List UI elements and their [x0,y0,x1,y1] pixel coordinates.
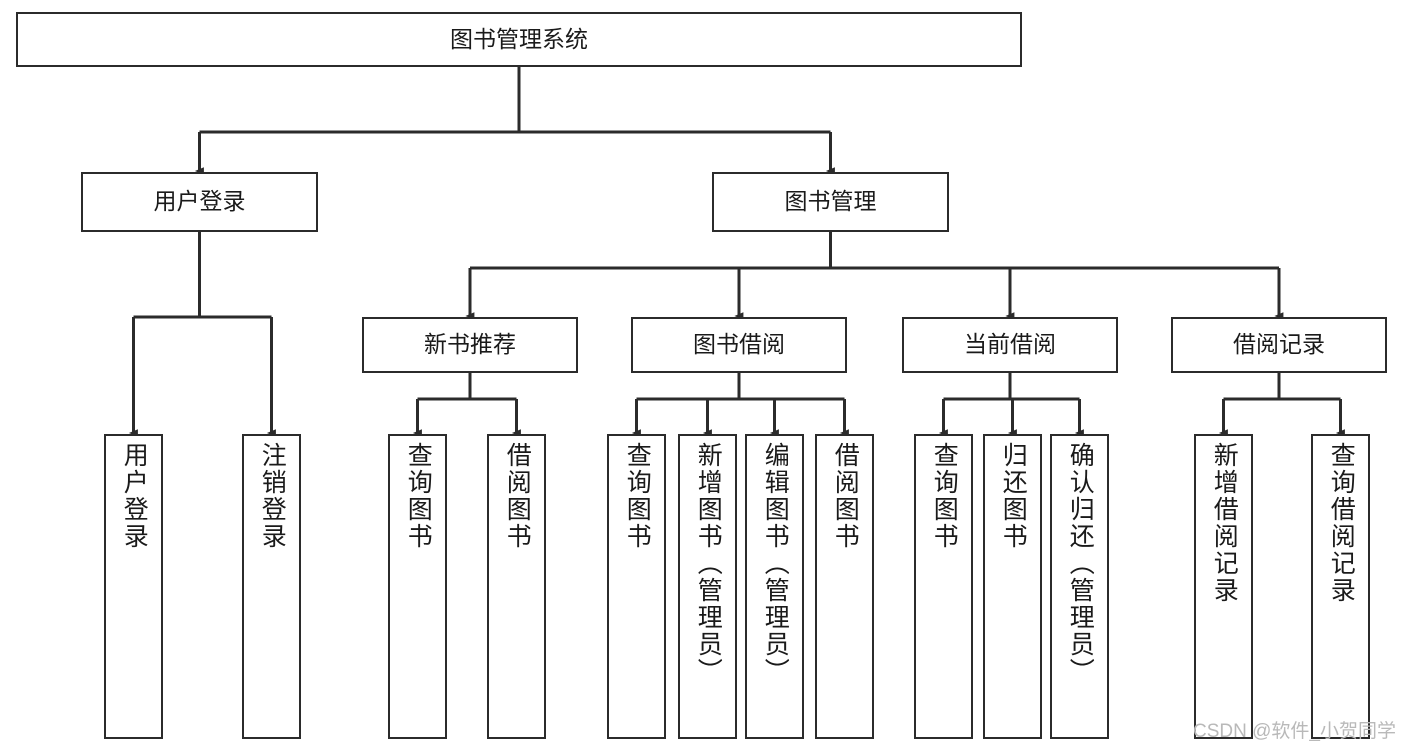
node-l3-4[interactable]: 借阅记录 [1171,317,1387,373]
node-label: 借阅图书 [831,442,860,550]
node-label: 新增借阅记录 [1210,442,1239,604]
node-label: 新书推荐 [424,331,516,358]
csdn-watermark: CSDN @软件_小贺同学 [1193,721,1396,742]
node-leaf-4[interactable]: 借阅图书 [487,434,546,739]
node-leaf-3[interactable]: 查询图书 [388,434,447,739]
node-leaf-7[interactable]: 编辑图书（管理员） [745,434,804,739]
node-leaf-9[interactable]: 查询图书 [914,434,973,739]
node-l3-2[interactable]: 图书借阅 [631,317,847,373]
node-label: 用户登录 [120,442,149,550]
node-leaf-13[interactable]: 查询借阅记录 [1311,434,1370,739]
node-label: 借阅图书 [503,442,532,550]
node-leaf-6[interactable]: 新增图书（管理员） [678,434,737,739]
node-leaf-1[interactable]: 用户登录 [104,434,163,739]
node-label: 注销登录 [258,442,287,550]
node-label: 查询借阅记录 [1327,442,1356,604]
node-label: 借阅记录 [1233,331,1325,358]
node-label: 图书管理系统 [450,25,588,52]
node-leaf-8[interactable]: 借阅图书 [815,434,874,739]
node-leaf-2[interactable]: 注销登录 [242,434,301,739]
node-l2-2[interactable]: 图书管理 [712,172,949,232]
node-l3-3[interactable]: 当前借阅 [902,317,1118,373]
node-label: 查询图书 [623,442,652,550]
node-label: 查询图书 [930,442,959,550]
node-l2-1[interactable]: 用户登录 [81,172,318,232]
node-leaf-11[interactable]: 确认归还（管理员） [1050,434,1109,739]
node-leaf-10[interactable]: 归还图书 [983,434,1042,739]
node-label: 新增图书（管理员） [694,442,723,685]
node-label: 图书借阅 [693,331,785,358]
node-label: 当前借阅 [964,331,1056,358]
node-leaf-12[interactable]: 新增借阅记录 [1194,434,1253,739]
node-label: 归还图书 [999,442,1028,550]
node-leaf-5[interactable]: 查询图书 [607,434,666,739]
node-label: 编辑图书（管理员） [761,442,790,685]
node-root[interactable]: 图书管理系统 [16,12,1022,67]
node-label: 查询图书 [404,442,433,550]
node-label: 用户登录 [153,188,246,215]
node-label: 图书管理 [784,188,877,215]
node-label: 确认归还（管理员） [1066,442,1095,685]
node-l3-1[interactable]: 新书推荐 [362,317,578,373]
